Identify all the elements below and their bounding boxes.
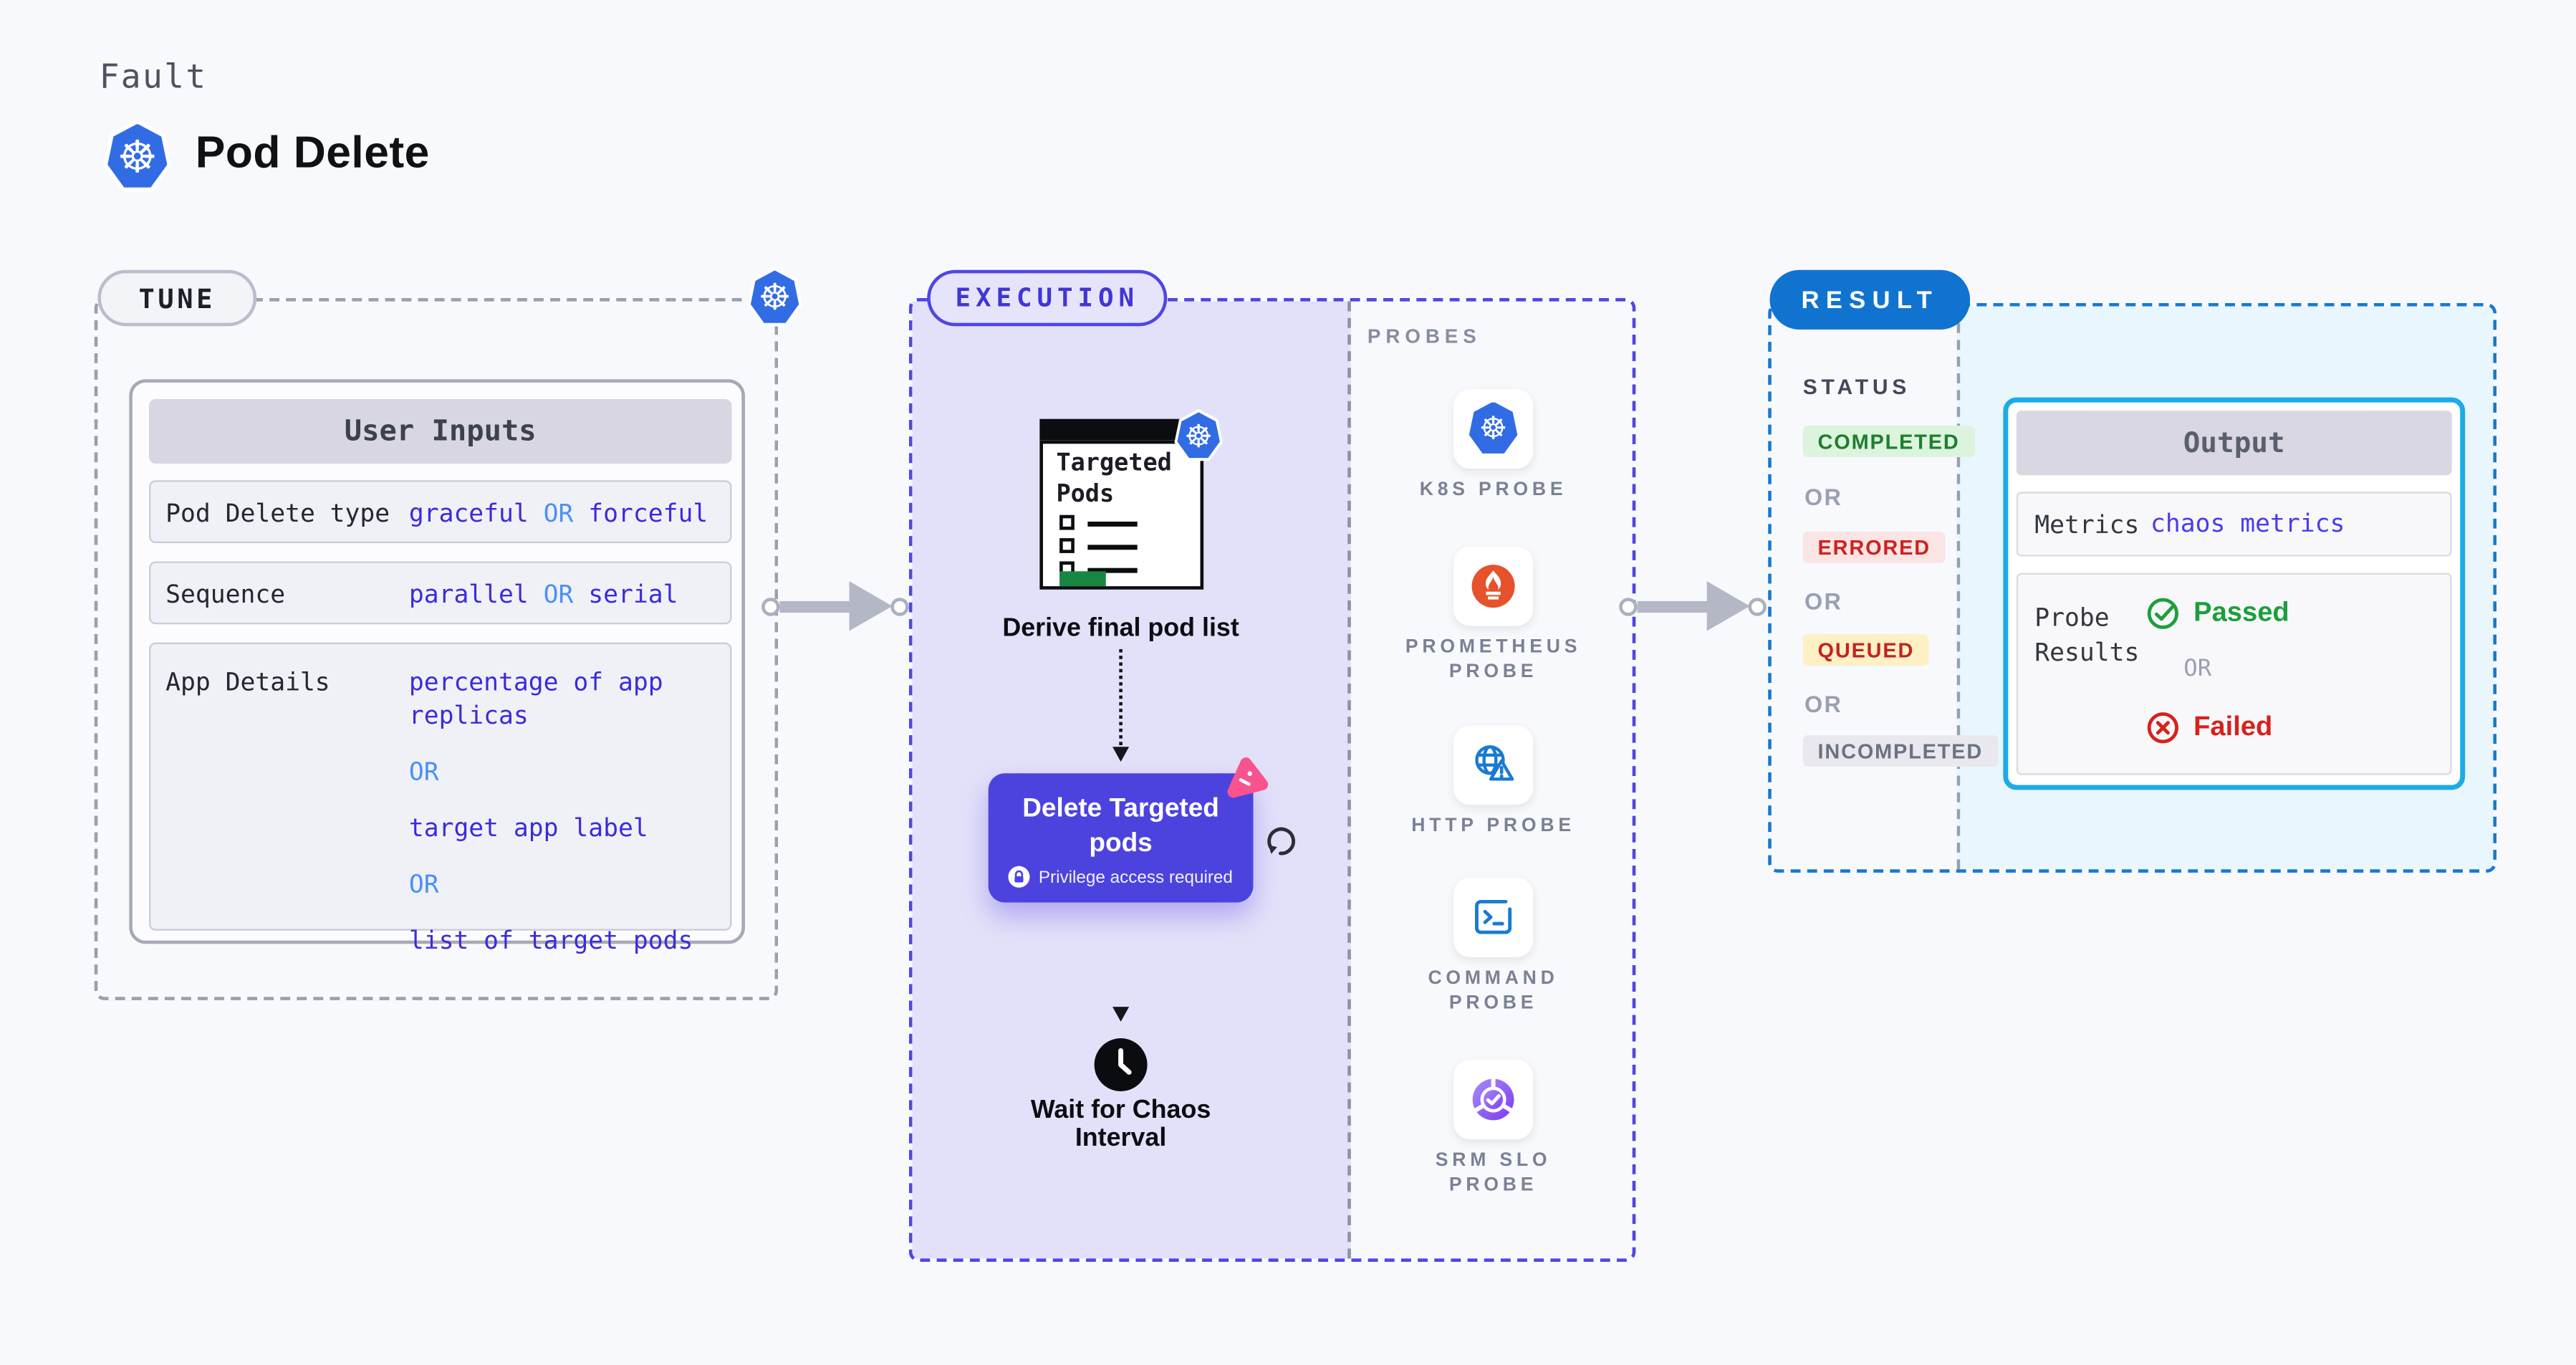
check-circle-icon — [2147, 598, 2179, 629]
row-label: Sequence — [165, 579, 286, 610]
list-line — [1087, 545, 1138, 550]
probe-label: COMMAND PROBE — [1428, 968, 1559, 1014]
list-line — [1087, 521, 1138, 526]
list-line — [1087, 567, 1138, 573]
progress-bar-icon — [1059, 571, 1106, 587]
probe-item: COMMAND PROBE — [1394, 877, 1592, 1017]
arrow-down-icon — [1112, 1007, 1130, 1022]
or-segment: OR — [543, 579, 574, 610]
output-metrics-row: Metrics chaos metrics — [2016, 492, 2452, 557]
flow-connector — [1119, 648, 1123, 745]
user-inputs-header: User Inputs — [148, 398, 732, 464]
status-title: STATUS — [1802, 374, 1911, 399]
prometheus-icon — [1453, 546, 1534, 626]
status-badge-incompleted: INCOMPLETED — [1802, 735, 1998, 767]
result-section-box — [1768, 302, 2497, 873]
or-separator: OR — [1804, 483, 1843, 510]
value-segment: parallel — [408, 579, 529, 610]
slo-donut-check-icon — [1453, 1060, 1534, 1140]
delete-targeted-pods-node: Delete Targeted pods Privilege access re… — [988, 773, 1254, 903]
probes-title: PROBES — [1367, 324, 1481, 348]
probe-results-label: Probe Results — [2034, 603, 2140, 668]
probe-label: PROMETHEUS PROBE — [1405, 637, 1582, 683]
kubernetes-icon: ☸ — [1174, 408, 1223, 461]
tune-to-execution-arrow — [761, 576, 909, 636]
checkbox-icon — [1059, 514, 1075, 530]
kubernetes-icon: ☸ — [747, 267, 802, 327]
or-separator: OR — [2183, 656, 2212, 683]
row-value: parallel OR serial — [409, 580, 724, 610]
page-title: Pod Delete — [195, 127, 430, 178]
step-wait-label: Wait for Chaos Interval — [1030, 1096, 1211, 1153]
row-value: graceful OR forceful — [409, 499, 724, 529]
arrow-down-icon — [1112, 747, 1130, 762]
output-probe-results-row: Probe Results Passed OR Failed — [2016, 573, 2452, 775]
probe-item: ☸ K8S PROBE — [1394, 389, 1592, 503]
failed-label: Failed — [2193, 712, 2273, 742]
value-segment: list of target pods — [408, 925, 693, 956]
probe-item: PROMETHEUS PROBE — [1394, 546, 1592, 686]
status-badge-queued: QUEUED — [1802, 634, 1930, 666]
fault-kicker: Fault — [99, 56, 208, 97]
value-segment: serial — [588, 579, 678, 610]
status-badge-completed: COMPLETED — [1802, 425, 1975, 457]
probe-label: SRM SLO PROBE — [1435, 1151, 1552, 1196]
or-segment: OR — [543, 498, 574, 529]
or-segment: OR — [408, 757, 439, 787]
terminal-icon — [1453, 877, 1534, 957]
row-label: Pod Delete type — [165, 498, 390, 529]
row-label: App Details — [165, 667, 330, 697]
metrics-label: Metrics — [2034, 509, 2140, 540]
delete-targeted-pods-label: Delete Targeted pods — [1022, 795, 1219, 858]
value-segment: percentage of app replicas — [408, 667, 663, 731]
probe-item: HTTP PROBE — [1394, 725, 1592, 839]
table-row-pod-delete-type: Pod Delete type graceful OR forceful — [148, 480, 732, 544]
execution-pill: EXECUTION — [927, 269, 1168, 327]
x-circle-icon — [2147, 712, 2179, 744]
checkbox-icon — [1059, 538, 1075, 553]
litmus-chaos-icon — [1227, 757, 1269, 798]
http-globe-warning-icon — [1453, 725, 1534, 805]
value-segment: forceful — [588, 498, 708, 529]
result-pill: RESULT — [1769, 269, 1971, 330]
execution-section-box — [908, 297, 1636, 1263]
kubernetes-icon: ☸ — [103, 119, 172, 192]
probe-item: SRM SLO PROBE — [1394, 1060, 1592, 1199]
probe-label: K8S PROBE — [1419, 480, 1567, 500]
or-separator: OR — [1804, 690, 1843, 717]
metrics-value: chaos metrics — [2150, 508, 2345, 539]
privilege-note: Privilege access required — [1038, 866, 1233, 887]
tune-section-box — [94, 297, 779, 1000]
table-row-sequence: Sequence parallel OR serial — [148, 561, 732, 625]
probe-label: HTTP PROBE — [1411, 816, 1575, 837]
output-header: Output — [2016, 411, 2452, 476]
value-segment: graceful — [408, 498, 529, 529]
loop-refresh-icon — [1267, 827, 1295, 856]
clock-icon — [1094, 1038, 1148, 1091]
user-inputs-card: User Inputs Pod Delete type graceful OR … — [129, 379, 745, 955]
or-segment: OR — [408, 869, 439, 899]
value-segment: target app label — [408, 813, 648, 843]
tune-pill: TUNE — [97, 269, 257, 327]
step-derive-label: Derive final pod list — [1002, 614, 1239, 643]
targeted-pods-title: Targeted Pods — [1056, 450, 1172, 509]
row-value: percentage of app replicas OR target app… — [409, 666, 724, 957]
status-badge-errored: ERRORED — [1802, 531, 1946, 563]
lock-icon — [1009, 866, 1031, 888]
passed-label: Passed — [2193, 598, 2289, 628]
or-separator: OR — [1804, 588, 1843, 615]
execution-to-result-arrow — [1619, 576, 1767, 636]
table-row-app-details: App Details percentage of app replicas O… — [148, 642, 732, 955]
kubernetes-icon: ☸ — [1453, 389, 1534, 469]
